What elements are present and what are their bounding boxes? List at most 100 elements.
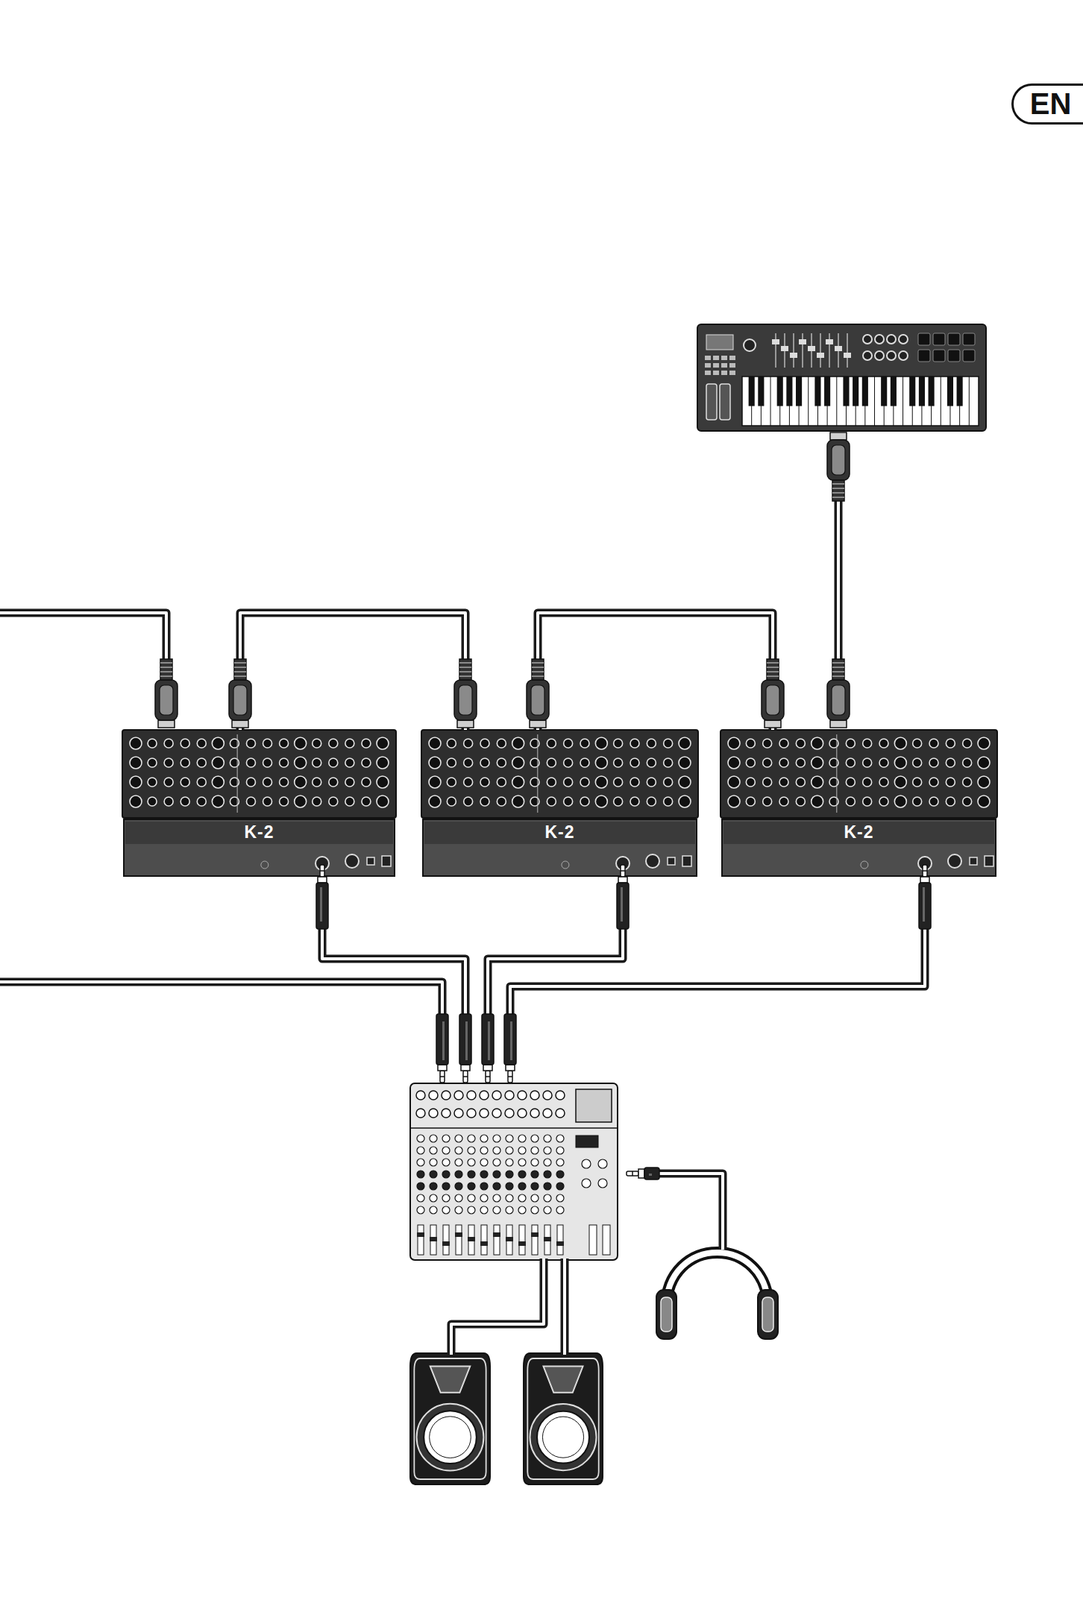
channel-knob bbox=[454, 1147, 463, 1155]
panel-divider bbox=[537, 734, 538, 813]
plug-ridge bbox=[459, 666, 472, 669]
synth-knob bbox=[580, 777, 590, 787]
plug-body-shine bbox=[510, 1021, 513, 1061]
synth-knob bbox=[745, 758, 755, 768]
channel-knob bbox=[518, 1135, 526, 1143]
cable-core bbox=[510, 924, 925, 1016]
cable-outline bbox=[650, 1173, 723, 1251]
fader-track bbox=[774, 333, 777, 368]
plug-ridge bbox=[766, 671, 779, 673]
channel-knob bbox=[467, 1135, 476, 1143]
speaker-woofer-ring bbox=[529, 1404, 596, 1471]
channel-knob bbox=[556, 1147, 564, 1155]
channel-knob bbox=[556, 1194, 564, 1203]
synth-knob bbox=[164, 758, 174, 768]
channel-knob bbox=[505, 1206, 514, 1215]
midi-socket bbox=[345, 854, 359, 869]
synth-knob bbox=[613, 739, 623, 749]
channel-fader bbox=[455, 1225, 462, 1256]
synth-knob bbox=[962, 739, 972, 749]
ear-cup bbox=[656, 1290, 677, 1340]
fader-knob bbox=[505, 1237, 514, 1242]
synth-knob bbox=[480, 777, 490, 787]
plug-tip bbox=[463, 1071, 468, 1083]
synth-knob bbox=[929, 797, 939, 807]
midi-plug bbox=[761, 659, 784, 728]
synth-knob bbox=[779, 739, 789, 749]
synth-knob bbox=[463, 739, 473, 749]
jack-plug bbox=[316, 865, 329, 930]
synth-knob bbox=[945, 777, 955, 787]
ear-cup-detail bbox=[762, 1297, 774, 1333]
synth-knob bbox=[211, 757, 224, 769]
synth-knob bbox=[294, 757, 307, 769]
fader-knob bbox=[442, 1241, 450, 1247]
synth-knob bbox=[630, 777, 640, 787]
input-jack bbox=[504, 1109, 514, 1119]
white-key-gap bbox=[902, 376, 904, 426]
plug-collar bbox=[317, 877, 327, 884]
synth-knob bbox=[879, 758, 889, 768]
plug-body bbox=[481, 1014, 494, 1066]
synth-knob bbox=[312, 797, 322, 807]
plug-grip bbox=[531, 685, 545, 716]
channel-knob bbox=[480, 1206, 488, 1215]
plug-tip bbox=[319, 865, 325, 878]
synth-knob bbox=[463, 777, 473, 787]
plug-body bbox=[504, 1014, 517, 1066]
plug-body-shine bbox=[620, 887, 623, 922]
synth-knob bbox=[279, 797, 289, 807]
synth-knob bbox=[180, 777, 190, 787]
channel-knob bbox=[480, 1147, 488, 1155]
plug-shell bbox=[830, 720, 847, 728]
channel-knob bbox=[518, 1171, 526, 1179]
channel-knob bbox=[505, 1171, 514, 1179]
synth-knob bbox=[196, 797, 206, 807]
synth-knob bbox=[512, 795, 525, 808]
channel-fader bbox=[519, 1225, 526, 1256]
synth-knob bbox=[613, 758, 623, 768]
input-jack bbox=[466, 1109, 476, 1119]
keyboard-button bbox=[713, 355, 720, 361]
keyboard-knob bbox=[874, 334, 884, 344]
synth-knob bbox=[345, 777, 355, 787]
synth-knob bbox=[795, 758, 805, 768]
channel-knob bbox=[531, 1182, 539, 1191]
channel-knob bbox=[556, 1171, 564, 1179]
plug-ridge bbox=[160, 671, 173, 673]
synth-knob bbox=[663, 739, 673, 749]
channel-knob bbox=[454, 1171, 463, 1179]
plug-ridge bbox=[234, 671, 247, 673]
input-jack bbox=[454, 1109, 464, 1119]
fader-knob bbox=[493, 1232, 501, 1238]
cable-outline bbox=[560, 1259, 570, 1356]
synth-knob bbox=[147, 777, 157, 787]
channel-knob bbox=[493, 1159, 501, 1167]
channel-knob bbox=[454, 1135, 463, 1143]
plug-collar bbox=[483, 1065, 493, 1072]
channel-knob bbox=[543, 1206, 552, 1215]
white-key-gap bbox=[940, 376, 942, 426]
plug-body bbox=[454, 680, 477, 721]
white-key-gap bbox=[807, 376, 809, 426]
synth-knob bbox=[646, 777, 656, 787]
synth-knob bbox=[428, 737, 441, 750]
channel-knob bbox=[518, 1147, 526, 1155]
channel-knob bbox=[480, 1182, 488, 1191]
channel-knob bbox=[518, 1206, 526, 1215]
model-name: K-2 bbox=[421, 822, 699, 843]
drum-pad bbox=[933, 349, 946, 362]
synth-knob bbox=[376, 757, 389, 769]
plug-ring bbox=[507, 1076, 513, 1078]
synth-knob bbox=[962, 758, 972, 768]
channel-knob bbox=[543, 1147, 552, 1155]
speaker-cabinet bbox=[523, 1353, 603, 1486]
plug-body bbox=[827, 680, 850, 721]
synth-knob bbox=[196, 739, 206, 749]
input-jack bbox=[454, 1091, 464, 1101]
plug-ridge bbox=[234, 675, 247, 678]
speaker-woofer-inner bbox=[542, 1417, 584, 1459]
plug-ring bbox=[620, 870, 626, 872]
plug-body bbox=[155, 680, 178, 721]
